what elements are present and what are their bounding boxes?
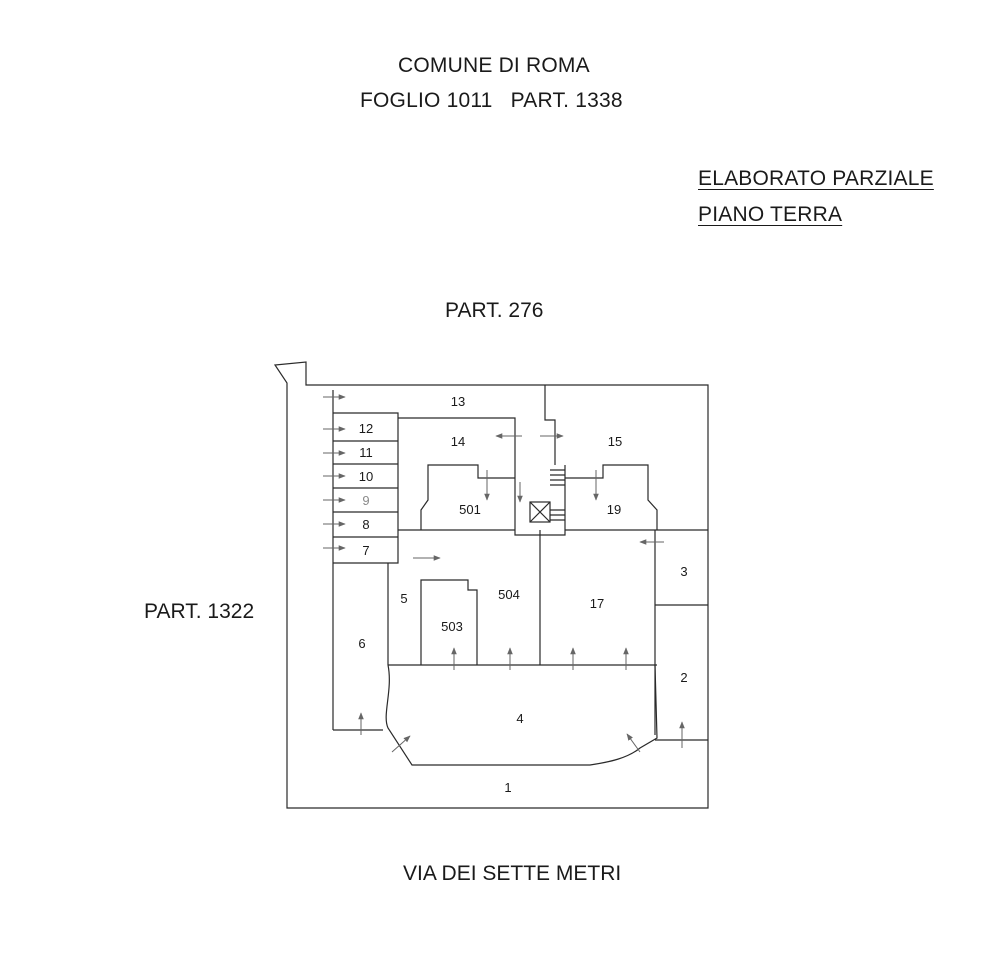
- floor-level-label: PIANO TERRA: [698, 203, 843, 226]
- unit-label-19: 19: [607, 502, 621, 517]
- property-boundary: [273, 361, 709, 809]
- unit-label-4: 4: [516, 711, 523, 726]
- unit-label-9: 9: [362, 493, 369, 508]
- municipality-title: COMUNE DI ROMA: [398, 54, 590, 77]
- unit-label-504: 504: [498, 587, 520, 602]
- unit-label-10: 10: [359, 469, 373, 484]
- unit-label-6: 6: [358, 636, 365, 651]
- west-boundary-label: PART. 1322: [144, 600, 255, 623]
- unit-label-15: 15: [608, 434, 622, 449]
- drawing-type-label: ELABORATO PARZIALE: [698, 167, 934, 190]
- unit-label-5: 5: [400, 591, 407, 606]
- unit-label-17: 17: [590, 596, 604, 611]
- unit-label-14: 14: [451, 434, 465, 449]
- unit-label-11: 11: [359, 445, 373, 460]
- unit-4-outline: [385, 664, 658, 766]
- stair-treads: [550, 469, 565, 521]
- north-boundary-label: PART. 276: [445, 299, 544, 322]
- south-boundary-label: VIA DEI SETTE METRI: [403, 862, 622, 885]
- unit-label-13: 13: [451, 394, 465, 409]
- unit-label-503: 503: [441, 619, 463, 634]
- unit-label-2: 2: [680, 670, 687, 685]
- unit-label-12: 12: [359, 421, 373, 436]
- access-arrows: [323, 394, 685, 753]
- cadastral-reference: FOGLIO 1011 PART. 1338: [360, 89, 623, 112]
- building-walls: [273, 361, 709, 809]
- unit-label-8: 8: [362, 517, 369, 532]
- unit-label-3: 3: [680, 564, 687, 579]
- elevator-shaft: [529, 501, 551, 523]
- unit-19-outline: [565, 464, 658, 530]
- unit-label-7: 7: [362, 543, 369, 558]
- unit-label-501: 501: [459, 502, 481, 517]
- unit-501-outline: [420, 464, 515, 530]
- unit-label-1: 1: [504, 780, 511, 795]
- unit-504-outline: [420, 579, 478, 665]
